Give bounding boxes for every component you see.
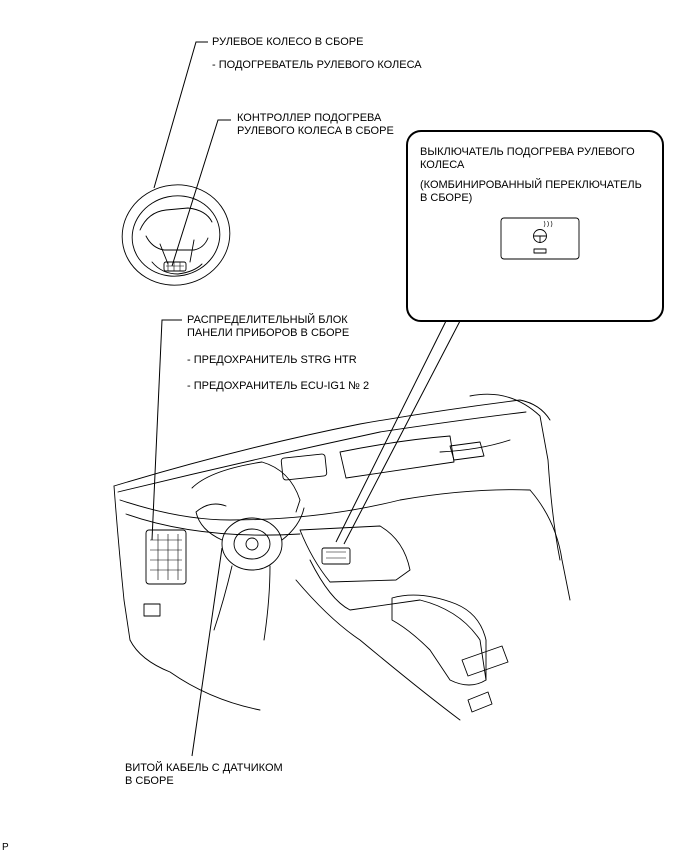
heater-controller-label-line1: КОНТРОЛЛЕР ПОДОГРЕВА [237, 112, 382, 124]
junction-block-label-line2: ПАНЕЛИ ПРИБОРОВ В СБОРЕ [187, 327, 350, 339]
fuse-ecu-ig1-label: - ПРЕДОХРАНИТЕЛЬ ECU-IG1 № 2 [187, 380, 370, 392]
dashboard-illustration [113, 393, 571, 721]
heated-steering-wheel-icon [533, 220, 553, 254]
heater-controller-label-line2: РУЛЕВОГО КОЛЕСА В СБОРЕ [237, 125, 394, 137]
fuse-strg-htr-label: - ПРЕДОХРАНИТЕЛЬ STRG HTR [187, 354, 357, 366]
heater-switch-label-line1: ВЫКЛЮЧАТЕЛЬ ПОДОГРЕВА РУЛЕВОГО [420, 146, 635, 158]
heater-switch-label-line3: (КОМБИНИРОВАННЫЙ ПЕРЕКЛЮЧАТЕЛЬ [420, 179, 642, 191]
corner-mark: P [2, 842, 9, 853]
steering-wheel-illustration [121, 184, 231, 286]
spiral-cable-label-line1: ВИТОЙ КАБЕЛЬ С ДАТЧИКОМ [125, 762, 283, 774]
leader-lines [151, 41, 461, 757]
heater-switch-label-line2: КОЛЕСА [420, 159, 465, 171]
steering-wheel-label: РУЛЕВОЕ КОЛЕСО В СБОРЕ [212, 36, 364, 48]
junction-block-label-line1: РАСПРЕДЕЛИТЕЛЬНЫЙ БЛОК [187, 314, 348, 326]
heater-switch-label-line4: В СБОРЕ) [420, 192, 473, 204]
spiral-cable-label-line2: В СБОРЕ [125, 775, 174, 787]
steering-wheel-heater-label: - ПОДОГРЕВАТЕЛЬ РУЛЕВОГО КОЛЕСА [212, 59, 422, 71]
heater-switch-callout [406, 130, 664, 322]
